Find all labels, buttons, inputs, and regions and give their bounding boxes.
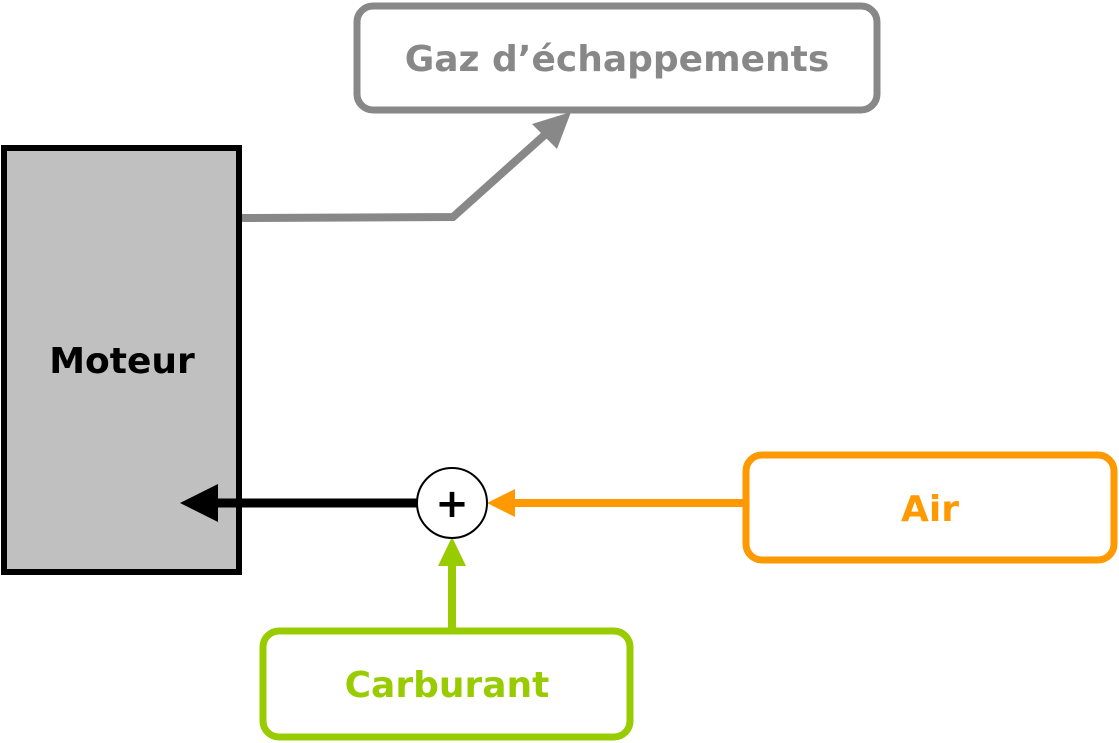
fuel-box: [259, 627, 634, 741]
air-label: Air: [901, 489, 959, 530]
mixer-node: [416, 467, 488, 539]
exhaust-box: [353, 2, 881, 114]
engine-label: Moteur: [49, 341, 195, 382]
fuel-arrowhead: [438, 537, 466, 566]
air-box: [742, 451, 1118, 564]
air-arrowhead: [487, 489, 515, 517]
fuel-label: Carburant: [345, 665, 550, 706]
exhaust-label: Gaz d’échappements: [405, 39, 830, 80]
mixture-arrowhead: [180, 484, 218, 522]
plus-icon: +: [435, 481, 469, 527]
exhaust-flow-line: [241, 129, 551, 222]
exhaust-arrowhead: [532, 112, 571, 149]
